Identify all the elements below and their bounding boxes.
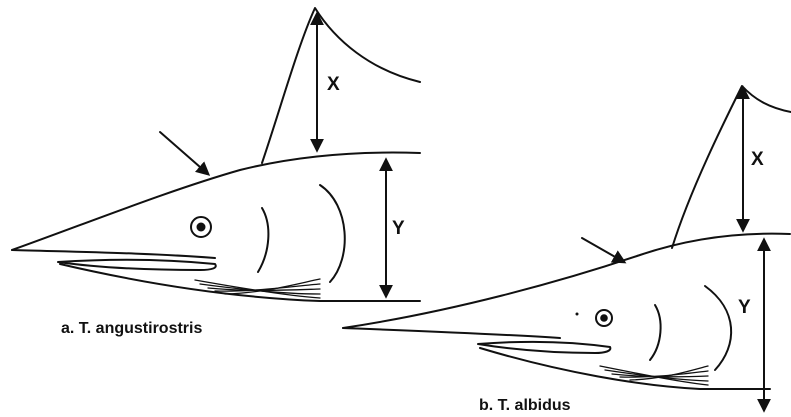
fish-b-caption: b. T. albidus <box>479 397 571 414</box>
fish-a-drawing: X Y a. T. angustirostris <box>12 8 420 337</box>
fish-b-eye-pupil <box>600 314 608 322</box>
fish-a-bill <box>12 250 215 258</box>
fish-b-gill-rays <box>600 366 708 385</box>
fish-a-belly <box>60 264 420 301</box>
fish-b-opercle <box>650 305 661 360</box>
fish-a-eye-pupil <box>197 223 206 232</box>
fish-b-dorsal-fin <box>672 86 791 248</box>
fish-b-gill-cover <box>705 286 731 370</box>
fish-b-nostril <box>576 313 579 316</box>
fish-b-x-label: X <box>751 149 764 170</box>
fish-a-gill-rays <box>195 279 320 298</box>
fish-a-dorsal-fin <box>262 8 420 163</box>
fish-b-lower-jaw <box>478 342 610 353</box>
fish-a-x-label: X <box>327 74 340 95</box>
fish-a-caption: a. T. angustirostris <box>61 320 202 337</box>
fish-b-back-profile <box>343 234 790 328</box>
fish-a-y-label: Y <box>392 218 405 239</box>
fish-b-indicator-arrow <box>582 238 624 262</box>
fish-a-indicator-arrow <box>160 132 208 174</box>
fish-b-bill <box>343 328 560 338</box>
fish-a-back-profile <box>12 153 420 250</box>
fish-a-gill-cover <box>320 185 345 282</box>
fish-a-opercle <box>258 208 268 272</box>
fish-b-y-label: Y <box>738 297 751 318</box>
fish-b-drawing: X Y b. T. albidus <box>343 86 791 414</box>
